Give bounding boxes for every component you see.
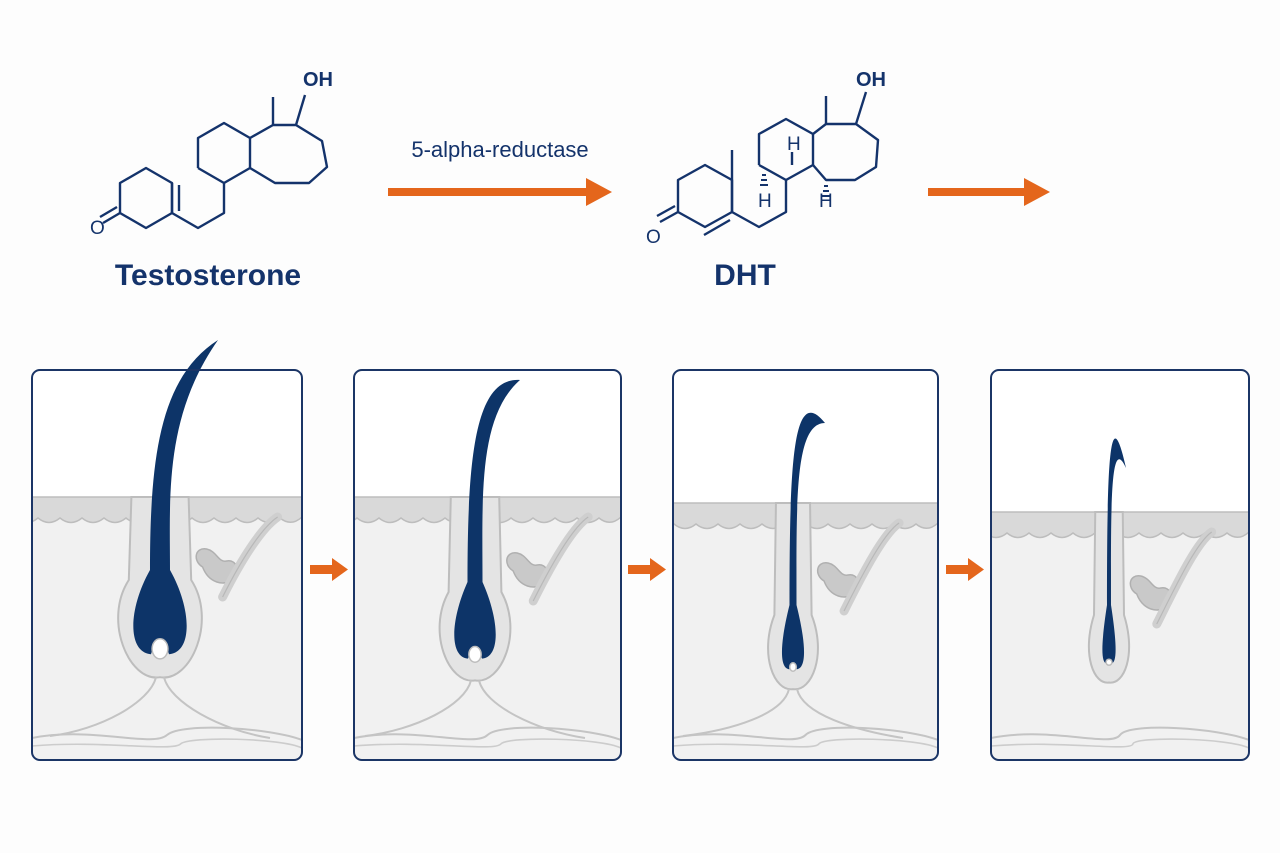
arrector-muscle-line bbox=[1156, 531, 1213, 625]
carbonyl-bond bbox=[659, 210, 679, 224]
ring-c bbox=[196, 121, 252, 185]
testosterone-structure bbox=[99, 94, 329, 230]
blood-vessel bbox=[32, 738, 302, 749]
blood-vessel bbox=[991, 738, 1249, 749]
carbonyl-oxygen-label: O bbox=[646, 227, 661, 248]
hydrogen-label: H bbox=[787, 134, 801, 155]
panel-border bbox=[672, 369, 939, 761]
sebaceous-gland bbox=[506, 552, 549, 588]
dermal-papilla bbox=[1105, 658, 1113, 666]
dermal-papilla bbox=[788, 662, 798, 672]
panel-border bbox=[990, 369, 1250, 761]
panel-border bbox=[31, 369, 303, 761]
stage-arrow-icon bbox=[946, 558, 984, 581]
hashed-bonds bbox=[760, 174, 830, 197]
hydroxyl-label: OH bbox=[856, 69, 886, 91]
dermal-papilla bbox=[468, 645, 482, 663]
hydroxyl-label: OH bbox=[303, 69, 333, 91]
effect-arrow-icon bbox=[928, 178, 1050, 206]
blood-vessel bbox=[673, 726, 938, 741]
stage-arrow-icon bbox=[628, 558, 666, 581]
ring-a bbox=[676, 163, 734, 229]
dht-structure bbox=[656, 91, 880, 237]
arrector-muscle-line bbox=[222, 516, 278, 598]
arrector-muscle-line bbox=[843, 522, 900, 612]
follicle-panel bbox=[353, 369, 622, 761]
ring-a-double-bond bbox=[703, 218, 731, 237]
sebaceous-gland bbox=[1129, 575, 1172, 611]
hair-shaft bbox=[1102, 438, 1126, 664]
carbonyl-bond-2 bbox=[99, 205, 118, 219]
hair-shaft bbox=[454, 379, 520, 659]
papilla-vessel bbox=[682, 688, 790, 737]
papilla-vessel bbox=[49, 676, 157, 737]
panel-border bbox=[353, 369, 622, 761]
carbonyl-bond bbox=[102, 211, 121, 225]
papilla-vessel bbox=[796, 688, 904, 739]
hair-shaft bbox=[133, 340, 218, 655]
dermal-papilla bbox=[151, 637, 169, 660]
carbonyl-oxygen-label: O bbox=[90, 218, 105, 239]
hydroxyl-bond bbox=[294, 94, 307, 126]
blood-vessel bbox=[991, 726, 1249, 741]
reaction-arrow-icon bbox=[388, 178, 612, 206]
arrector-muscle-line bbox=[532, 516, 589, 602]
ring-b bbox=[730, 163, 788, 229]
blood-vessel bbox=[354, 726, 621, 741]
papilla-vessel bbox=[364, 680, 472, 737]
hydroxyl-bond bbox=[854, 91, 868, 125]
testosterone-label: Testosterone bbox=[115, 259, 301, 292]
hydrogen-label: H bbox=[819, 191, 833, 212]
sebaceous-gland bbox=[195, 548, 238, 584]
dht-label: DHT bbox=[714, 259, 776, 292]
ring-b bbox=[170, 166, 226, 230]
hydrogen-label: H bbox=[758, 191, 772, 212]
ring-a bbox=[118, 166, 174, 230]
follicle-stage-panels bbox=[31, 340, 1250, 761]
follicle-panel bbox=[31, 340, 303, 761]
air bbox=[991, 370, 1249, 512]
hair-shaft bbox=[781, 412, 825, 670]
blood-vessel bbox=[32, 726, 302, 741]
ring-d bbox=[812, 122, 880, 182]
ring-d bbox=[249, 123, 329, 185]
papilla-vessel bbox=[163, 676, 271, 739]
enzyme-label: 5-alpha-reductase bbox=[411, 137, 588, 162]
follicle-panel bbox=[990, 369, 1250, 761]
carbonyl-bond-2 bbox=[656, 204, 676, 218]
sebaceous-gland bbox=[817, 562, 860, 598]
ring-c bbox=[757, 117, 815, 182]
papilla-vessel bbox=[478, 680, 586, 739]
follicle-panel bbox=[672, 369, 939, 761]
blood-vessel bbox=[354, 738, 621, 749]
blood-vessel bbox=[673, 738, 938, 749]
stage-arrow-icon bbox=[310, 558, 348, 581]
